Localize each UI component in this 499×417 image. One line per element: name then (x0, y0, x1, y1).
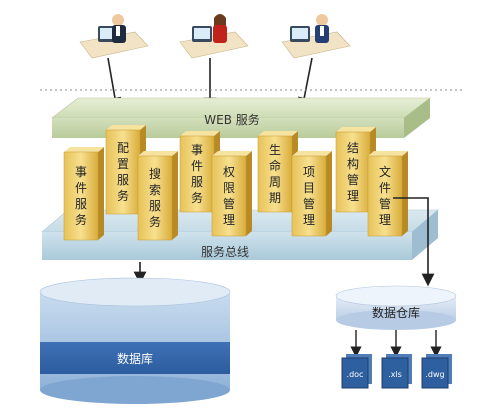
web-service-layer: WEB 服务 (51, 97, 431, 138)
user-2-icon (179, 14, 249, 59)
repository-label: 数据仓库 (372, 305, 420, 320)
file-icon: .xls (381, 354, 412, 389)
service-block-label: 事件服务 (191, 143, 203, 205)
service-block-label: 文件管理 (379, 164, 391, 227)
service-block-label: 结构管理 (347, 141, 359, 203)
service-block-label: 搜索服务 (149, 166, 161, 229)
web-layer-label: WEB 服务 (204, 112, 260, 127)
arrow-user-3 (297, 57, 313, 111)
file-ext-label: .doc (347, 370, 364, 379)
bus-label: 服务总线 (201, 244, 249, 259)
database-cylinder: 数据库 (39, 277, 231, 404)
service-block-label: 项目管理 (303, 165, 315, 227)
service-block-label: 权限管理 (223, 165, 235, 227)
service-block: 项目管理 (291, 151, 332, 237)
file-ext-label: .xls (388, 370, 402, 379)
file-icon: .dwg (421, 354, 452, 389)
service-block-label: 事件服务 (75, 165, 87, 227)
service-block: 文件管理 (367, 151, 408, 237)
database-label: 数据库 (117, 351, 153, 366)
service-block: 结构管理 (335, 127, 376, 213)
service-block: 权限管理 (211, 151, 252, 237)
file-ext-label: .dwg (425, 370, 444, 379)
service-block-label: 配置服务 (117, 141, 129, 203)
file-icon: .doc (341, 354, 372, 389)
service-block: 事件服务 (63, 147, 104, 241)
user-3-icon (281, 14, 351, 59)
service-block: 搜索服务 (137, 151, 178, 241)
user-1-icon (79, 14, 149, 59)
repository-cylinder: 数据仓库 (335, 285, 457, 330)
arrow-to-repository (393, 197, 435, 287)
arrow-user-1 (107, 57, 122, 111)
service-block-label: 生命周期 (269, 143, 281, 205)
